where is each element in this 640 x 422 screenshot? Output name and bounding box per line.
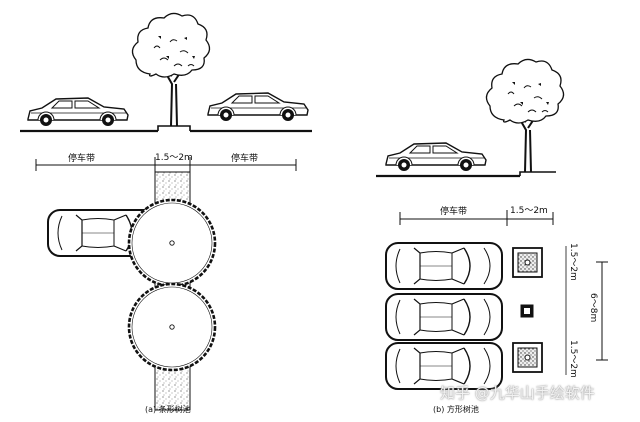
parking-band-label-b: 停车带 [440,207,468,217]
right-plan [385,242,608,390]
right-dimension-line [399,210,554,226]
left-plan [47,171,217,411]
watermark: 知乎 @九华山手绘软件 [440,384,595,402]
pit-size-label-bottom: 1.5～2m [568,340,578,378]
tree-pit-width-label-b: 1.5～2m [510,206,548,216]
pit-size-label-top: 1.5～2m [568,243,578,281]
caption-b: (b) 方形树池 [433,405,479,414]
caption-a: (a) 条形树池 [145,405,191,414]
left-elevation [20,12,312,133]
car-plan-b-3 [385,342,503,390]
tree-crown-plan-1 [127,198,217,288]
left-parking-band-label: 停车带 [68,154,96,164]
car-elevation-b [385,142,487,172]
square-tree-pit-2 [520,304,534,318]
tree-elevation-b [485,58,565,173]
car-elevation-right [207,92,309,122]
car-plan-b-2 [385,293,503,341]
tree-elevation-left [131,12,211,127]
right-elevation [376,58,565,178]
car-elevation-left [27,97,129,127]
left-tree-strip-width-label: 1.5～2m [155,153,193,163]
left-dimension-line [35,157,297,172]
tree-spacing-label: 6～8m [588,293,598,323]
right-parking-band-label: 停车带 [231,154,259,164]
tree-crown-plan-2 [127,282,217,372]
square-tree-pit-3 [512,342,543,373]
square-tree-pit-1 [512,247,543,278]
car-plan-b-1 [385,242,503,290]
